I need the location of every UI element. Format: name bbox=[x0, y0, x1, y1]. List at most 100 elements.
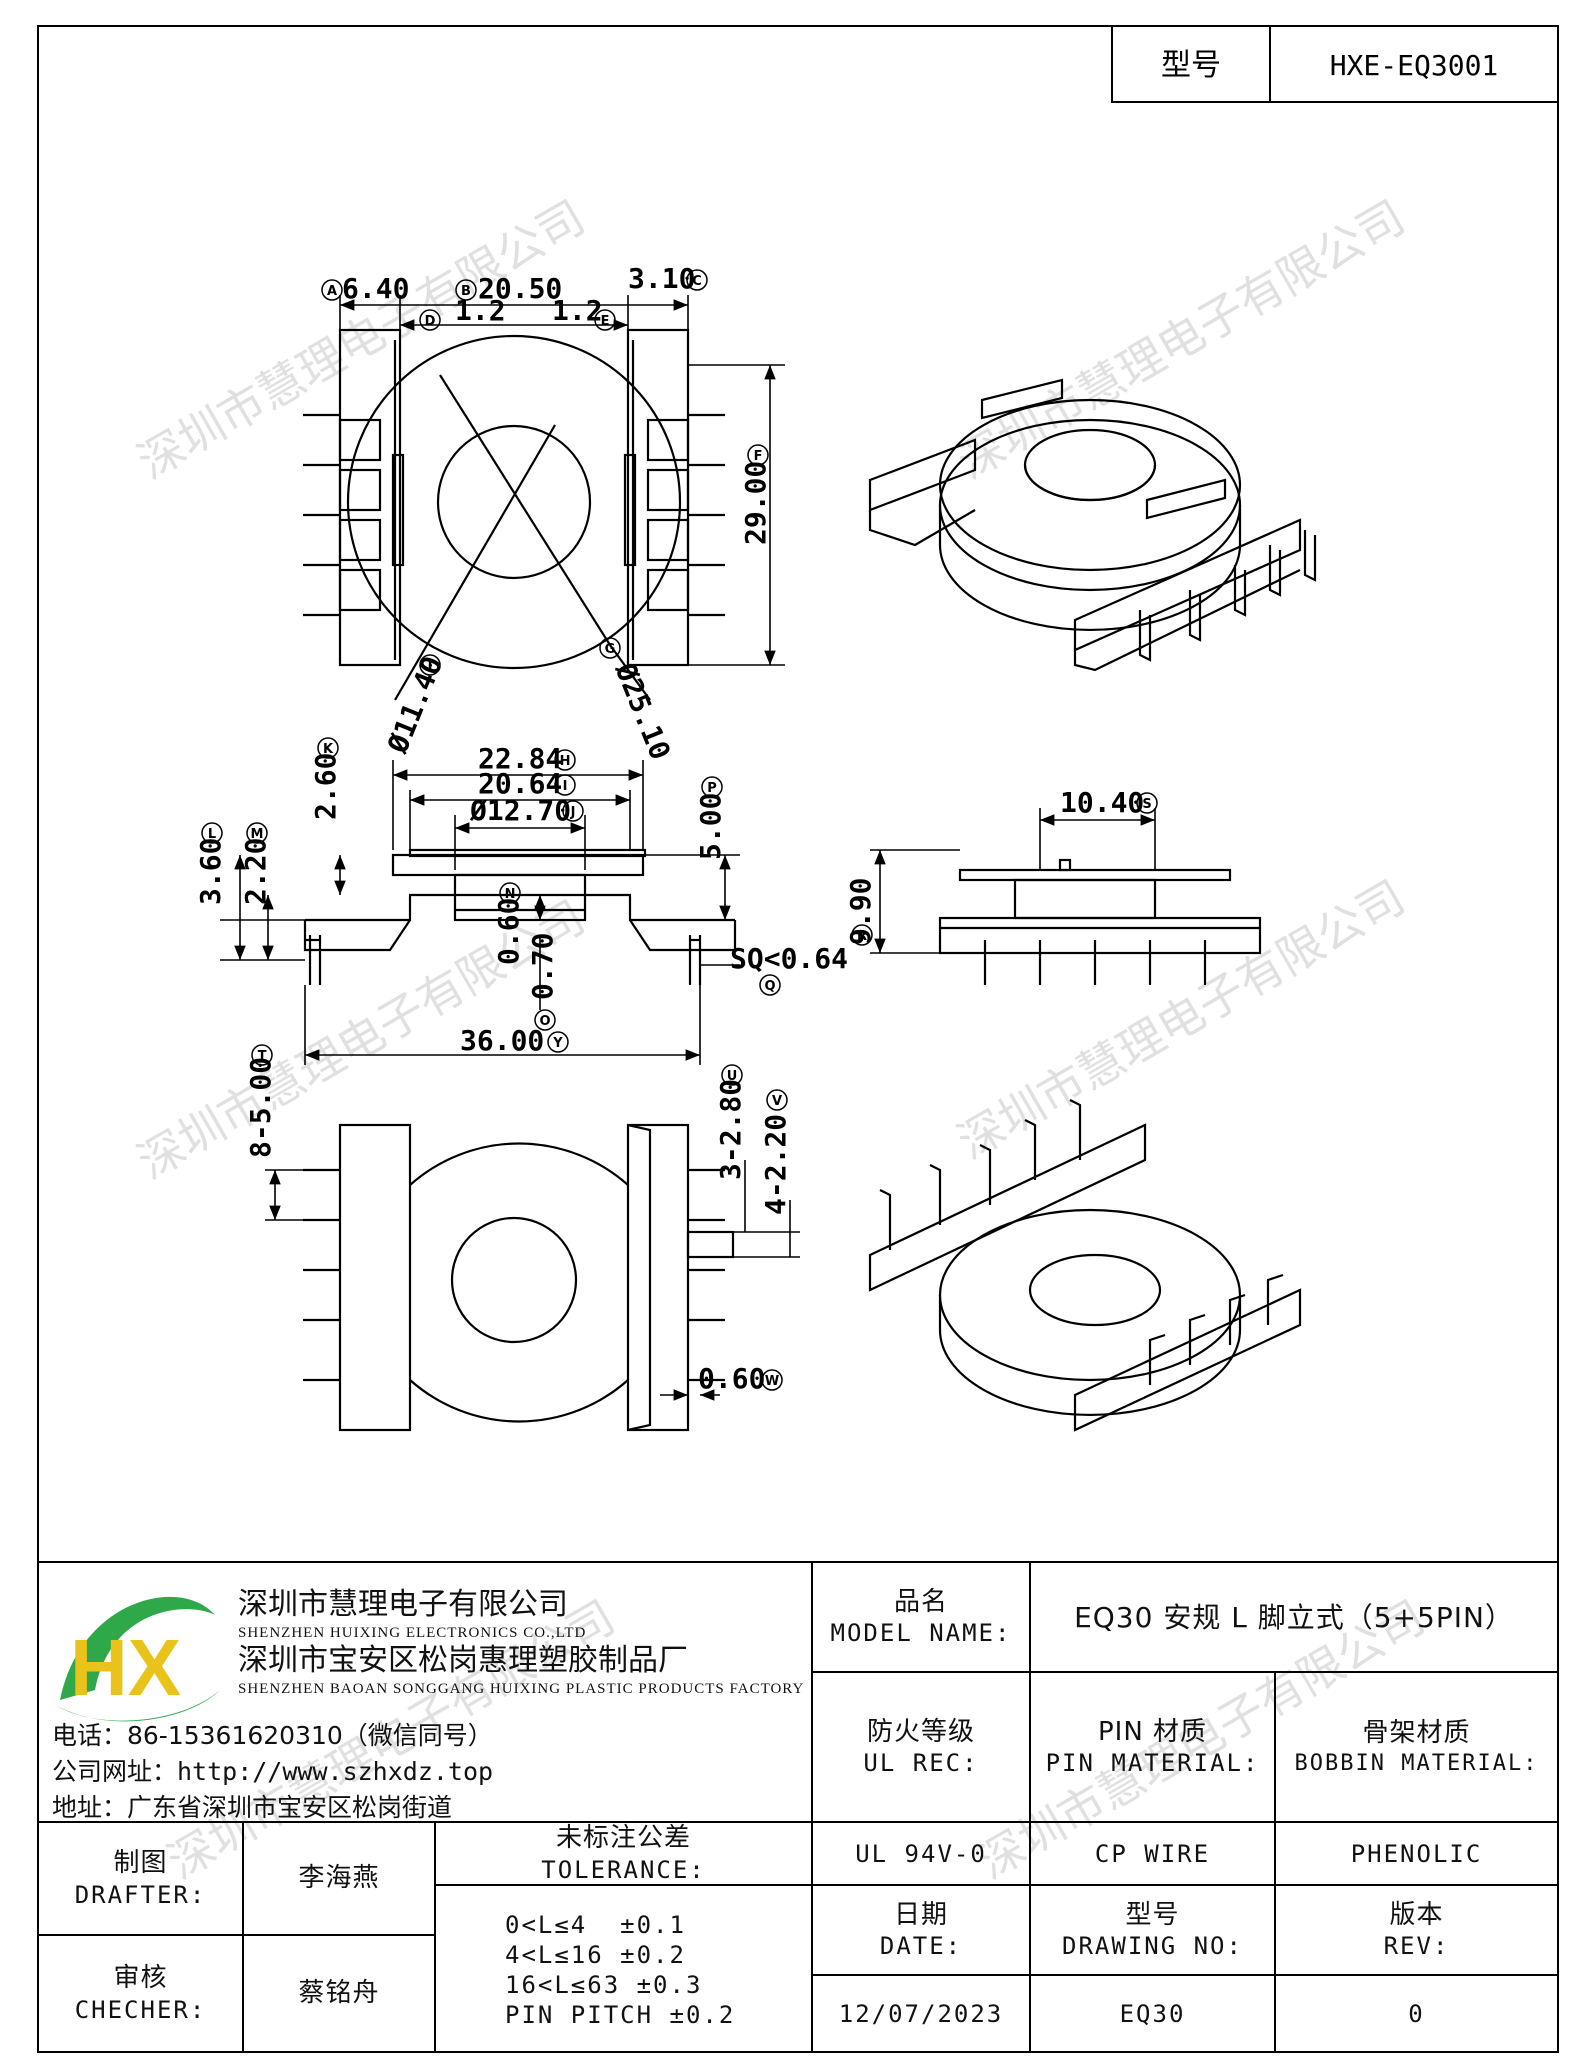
svg-text:T: T bbox=[258, 1049, 267, 1064]
dim-b: 20.50 bbox=[478, 272, 562, 305]
top-view-dimensions bbox=[339, 295, 785, 666]
svg-text:M: M bbox=[251, 827, 264, 842]
ul-label: 防火等级 UL REC: bbox=[863, 1716, 979, 1778]
company-website: 公司网址：http://www.szhxdz.top bbox=[52, 1757, 494, 1786]
header-box bbox=[1111, 25, 1559, 103]
dim-i2: 20.64 bbox=[478, 767, 562, 800]
model-name-value: EQ30 安规 L 脚立式（5+5PIN） bbox=[1074, 1600, 1514, 1634]
svg-text:A: A bbox=[327, 284, 337, 299]
svg-text:O: O bbox=[539, 1014, 550, 1029]
dim-a: 6.40 bbox=[342, 272, 409, 305]
bobbin-material-value: PHENOLIC bbox=[1350, 1839, 1483, 1868]
drawing-no-label: 型号 DRAWING NO: bbox=[1062, 1899, 1243, 1961]
header-model-label: 型号 bbox=[1161, 48, 1221, 83]
iso-view-bottom bbox=[868, 1099, 1302, 1432]
company-name-en-2: SHENZHEN BAOAN SONGGANG HUIXING PLASTIC … bbox=[238, 1680, 805, 1697]
svg-text:I: I bbox=[563, 779, 568, 794]
date-value: 12/07/2023 bbox=[838, 1999, 1004, 2028]
dim-h: 22.84 bbox=[478, 742, 562, 775]
company-phone: 电话：86-15361620310（微信同号） bbox=[52, 1721, 493, 1750]
dim-v: 4-2.20 bbox=[759, 1114, 792, 1215]
iso-view-top bbox=[868, 378, 1317, 672]
svg-text:E: E bbox=[601, 314, 610, 329]
dim-t: 8-5.00 bbox=[244, 1057, 277, 1158]
header-model-value: HXE-EQ3001 bbox=[1330, 49, 1499, 82]
dim-n: 0.60 bbox=[492, 898, 525, 965]
dim-o: 0.70 bbox=[526, 933, 559, 1000]
dim-f: 29.00 bbox=[739, 461, 772, 545]
dim-markers: A B C D E F G H I I J K L M N O P Q R S … bbox=[201, 269, 1158, 1391]
front-view bbox=[303, 848, 737, 985]
side-view-dimensions bbox=[870, 808, 1156, 954]
title-block-grid bbox=[38, 1561, 1558, 2052]
dim-m: 2.20 bbox=[239, 838, 272, 905]
front-view-dimensions bbox=[220, 760, 740, 1065]
bottom-view-dimensions bbox=[265, 1160, 800, 1405]
logo-text: HX bbox=[70, 1623, 181, 1712]
model-name-label: 品名 MODEL NAME: bbox=[830, 1586, 1012, 1648]
svg-text:深圳市慧理电子有限公司: 深圳市慧理电子有限公司 bbox=[949, 870, 1414, 1170]
dim-l: 3.60 bbox=[194, 838, 227, 905]
tolerance-line: PIN PITCH ±0.2 bbox=[505, 2001, 736, 2029]
drafter-label: 制图 DRAFTER: bbox=[74, 1848, 207, 1909]
svg-text:H: H bbox=[560, 754, 571, 769]
dim-c: 3.10 bbox=[628, 262, 695, 295]
dim-w: 0.60 bbox=[698, 1362, 765, 1395]
svg-text:V: V bbox=[772, 1094, 782, 1109]
checker-label: 审核 CHECHER: bbox=[74, 1963, 207, 2024]
dim-k: 2.60 bbox=[309, 753, 342, 820]
pin-material-value: CP WIRE bbox=[1094, 1839, 1211, 1868]
svg-text:Q: Q bbox=[764, 979, 775, 994]
svg-text:P: P bbox=[707, 781, 717, 796]
svg-text:G: G bbox=[605, 642, 616, 657]
svg-text:Y: Y bbox=[552, 1036, 563, 1051]
company-name-en-1: SHENZHEN HUIXING ELECTRONICS CO.,LTD bbox=[238, 1624, 587, 1641]
svg-text:K: K bbox=[323, 742, 334, 757]
rev-value: 0 bbox=[1408, 1999, 1425, 2028]
dim-j: Ø12.70 bbox=[469, 794, 571, 827]
tolerance-label: 未标注公差 TOLERANCE: bbox=[541, 1823, 706, 1884]
drawing-no-value: EQ30 bbox=[1119, 1999, 1186, 2028]
side-view bbox=[938, 858, 1262, 985]
dim-y: 36.00 bbox=[460, 1024, 544, 1057]
company-logo: HX bbox=[55, 1596, 220, 1722]
dimension-labels: 6.40 20.50 3.10 1.2 1.2 29.00 Ø11.40 Ø25… bbox=[194, 262, 1144, 1395]
svg-text:深圳市慧理电子有限公司: 深圳市慧理电子有限公司 bbox=[949, 190, 1414, 490]
company-name-cn-1: 深圳市慧理电子有限公司 bbox=[238, 1587, 568, 1622]
svg-text:F: F bbox=[754, 449, 763, 464]
pin-material-label: PIN 材质 PIN MATERIAL: bbox=[1045, 1716, 1260, 1778]
svg-text:U: U bbox=[727, 1069, 738, 1084]
company-contact: 电话：86-15361620310（微信同号） 公司网址：http://www.… bbox=[52, 1716, 493, 1824]
rev-label: 版本 REV: bbox=[1383, 1899, 1450, 1961]
bottom-view bbox=[303, 1123, 735, 1432]
tolerance-table: 0<L≤4 ±0.1 4<L≤16 ±0.2 16<L≤63 ±0.3 PIN … bbox=[435, 1890, 812, 2050]
sheet-border bbox=[37, 25, 1559, 2053]
dim-u: 3-2.80 bbox=[714, 1079, 747, 1180]
bobbin-material-label: 骨架材质 BOBBIN MATERIAL: bbox=[1294, 1718, 1539, 1776]
svg-text:B: B bbox=[461, 284, 471, 299]
svg-text:C: C bbox=[692, 274, 702, 289]
svg-text:I: I bbox=[428, 659, 433, 674]
svg-text:W: W bbox=[765, 1374, 779, 1389]
svg-text:S: S bbox=[1142, 797, 1151, 812]
tolerance-line: 4<L≤16 ±0.2 bbox=[505, 1941, 686, 1969]
dim-g: Ø25.10 bbox=[608, 657, 677, 764]
svg-text:L: L bbox=[208, 827, 216, 842]
svg-text:D: D bbox=[425, 314, 436, 329]
ul-value: UL 94V-0 bbox=[855, 1839, 987, 1868]
dim-p: 5.00 bbox=[694, 793, 727, 860]
date-label: 日期 DATE: bbox=[879, 1899, 963, 1961]
drafter-value: 李海燕 bbox=[298, 1863, 380, 1894]
company-name-cn-2: 深圳市宝安区松岗惠理塑胶制品厂 bbox=[238, 1643, 688, 1679]
company-block: 深圳市慧理电子有限公司 SHENZHEN HUIXING ELECTRONICS… bbox=[238, 1586, 808, 1699]
tolerance-line: 16<L≤63 ±0.3 bbox=[505, 1971, 703, 1999]
dim-q: SQ<0.64 bbox=[730, 942, 848, 975]
top-view bbox=[303, 328, 725, 701]
dim-e: 1.2 bbox=[552, 294, 603, 327]
svg-text:R: R bbox=[857, 929, 867, 944]
svg-text:J: J bbox=[570, 805, 576, 820]
company-address: 地址：广东省深圳市宝安区松岗街道 bbox=[52, 1793, 453, 1822]
dim-s: 10.40 bbox=[1060, 786, 1144, 819]
svg-text:N: N bbox=[505, 887, 516, 902]
